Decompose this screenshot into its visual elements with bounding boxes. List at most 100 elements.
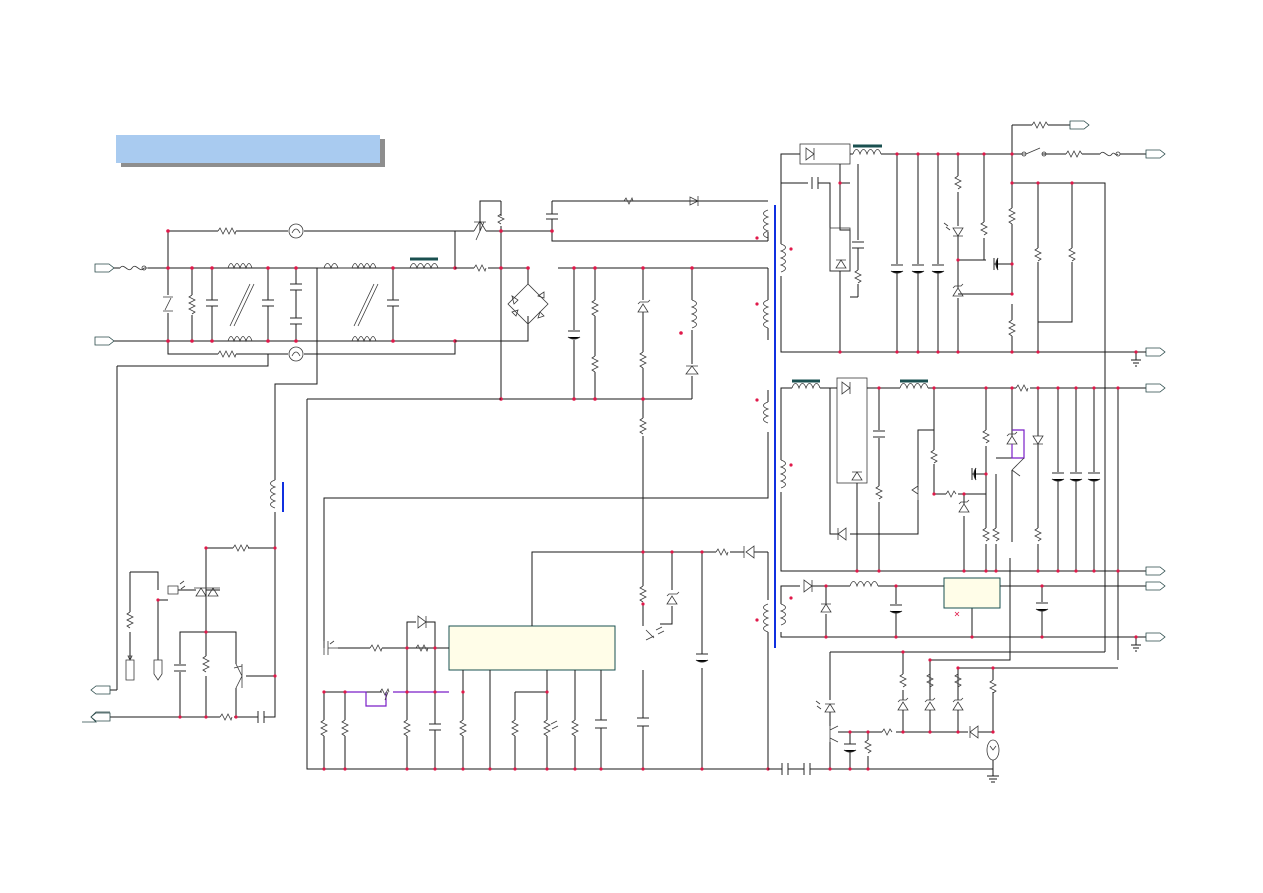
secondary-output-3 — [780, 577, 1166, 652]
y-capacitor-2 — [290, 317, 302, 325]
left-connector-a-port — [90, 685, 111, 695]
snubber-resistor — [497, 213, 505, 225]
pwm-controller-section — [306, 398, 770, 771]
output-transistor-2 — [1011, 457, 1025, 477]
gate-resistor — [369, 644, 383, 653]
vcc-capacitor — [695, 653, 709, 663]
protection-capacitor — [843, 743, 857, 753]
dual-diode-package-1 — [799, 143, 851, 165]
output-diode-2 — [1032, 435, 1044, 445]
primary-bulk-section — [499, 266, 768, 552]
bulk-bleeder-2 — [591, 355, 599, 373]
out-4-port — [1145, 383, 1166, 393]
zener-2 — [1006, 431, 1018, 445]
output-led — [943, 222, 964, 237]
output-capacitor-3a — [889, 604, 903, 614]
standby-resistor-3 — [219, 713, 233, 722]
bleeder-resistor — [188, 294, 196, 315]
ic-capacitor-2 — [429, 723, 441, 731]
clamp-zener — [637, 299, 651, 313]
output-series-resistor — [1065, 150, 1083, 158]
protection-diode — [969, 725, 979, 739]
protection-network — [768, 558, 1118, 783]
aux-resistor — [715, 548, 729, 557]
divider-resistors-2 — [930, 429, 1000, 542]
bridge-rectifier-section — [455, 196, 768, 400]
input-fuse — [119, 265, 148, 271]
line-inductor-small — [318, 263, 352, 270]
standby-capacitor-2 — [257, 711, 265, 723]
resistor-946 — [945, 490, 957, 498]
out-2-port — [1145, 149, 1166, 159]
y-capacitor-1 — [290, 283, 302, 291]
regulator-transistor — [911, 484, 919, 500]
ac-input-neutral-port — [94, 336, 115, 346]
main-transformer — [323, 205, 793, 769]
ic-resistors — [320, 719, 579, 737]
differential-inductor — [409, 263, 439, 270]
standby-capacitor — [174, 664, 186, 672]
output-inductor-2 — [791, 383, 821, 390]
divider-resistors-1 — [1008, 207, 1076, 337]
primary-winding-1 — [763, 209, 770, 239]
common-mode-choke-2 — [351, 263, 377, 343]
output-switch — [1022, 147, 1044, 155]
output-capacitor-2c — [1087, 472, 1101, 482]
thermistor-bottom — [288, 346, 304, 362]
optocoupler-transistor — [645, 626, 665, 641]
output-inductor-4 — [849, 581, 879, 588]
ic-capacitor-1 — [637, 717, 649, 727]
y-capacitor-iso-1 — [781, 763, 789, 775]
aux-winding — [763, 603, 770, 633]
feedback-resistor — [639, 585, 647, 603]
protection-transistor — [829, 725, 839, 743]
bypass-resistor-top — [217, 227, 237, 236]
output-series-resistor-top — [1031, 121, 1049, 129]
protection-resistors — [899, 673, 997, 694]
out-3-port — [1145, 347, 1166, 357]
secondary-winding-2 — [779, 459, 786, 489]
feedback-zener — [666, 591, 680, 605]
out-6-port — [1145, 581, 1166, 591]
protection-led — [815, 700, 836, 713]
output-series-resistor-2 — [1015, 384, 1029, 393]
trim-potentiometer — [379, 687, 390, 701]
startup-resistor-2 — [639, 417, 647, 435]
connector-pin-2 — [153, 659, 163, 681]
regulator-ic — [943, 577, 1001, 609]
snubber-cap-sec-2 — [873, 430, 885, 438]
snubber-cap-sec-1 — [811, 177, 819, 189]
secondary-diode-2 — [837, 527, 847, 541]
connector-resistor — [126, 611, 134, 629]
protection-zener-1 — [897, 697, 909, 711]
standby-resistor — [232, 544, 250, 552]
zener-pair — [194, 587, 220, 597]
output-sense-resistor — [954, 175, 962, 190]
standby-resistor-2 — [202, 655, 210, 673]
secondary-output-1 — [780, 120, 1166, 652]
gate-resistor-2 — [415, 644, 429, 653]
output-inductor-1 — [852, 149, 882, 156]
gate-diode — [417, 615, 427, 629]
output-capacitor-1a — [890, 264, 904, 274]
inrush-resistor — [473, 264, 487, 273]
snubber-diode — [689, 196, 699, 206]
shunt-regulator-2 — [958, 499, 970, 513]
aux-diode — [743, 545, 755, 559]
dual-diode-package-2 — [836, 377, 868, 484]
output-capacitor-1c — [931, 264, 945, 274]
ic-capacitor-3 — [595, 719, 607, 729]
out-7-port — [1145, 632, 1166, 642]
protection-zener-2 — [924, 697, 936, 711]
secondary-winding-3 — [779, 603, 786, 626]
output-capacitor-2b — [1069, 472, 1083, 482]
rectifier-diode-sec-1 — [835, 259, 847, 269]
bulk-capacitor — [567, 330, 581, 340]
output-capacitor-2a — [1051, 472, 1065, 482]
common-mode-choke-1 — [227, 263, 253, 343]
x-capacitor-3 — [387, 299, 399, 307]
output-capacitor-3b — [1035, 602, 1049, 612]
secondary-winding-1 — [779, 243, 786, 273]
startup-resistor — [639, 351, 647, 369]
primary-winding-2 — [763, 299, 770, 329]
